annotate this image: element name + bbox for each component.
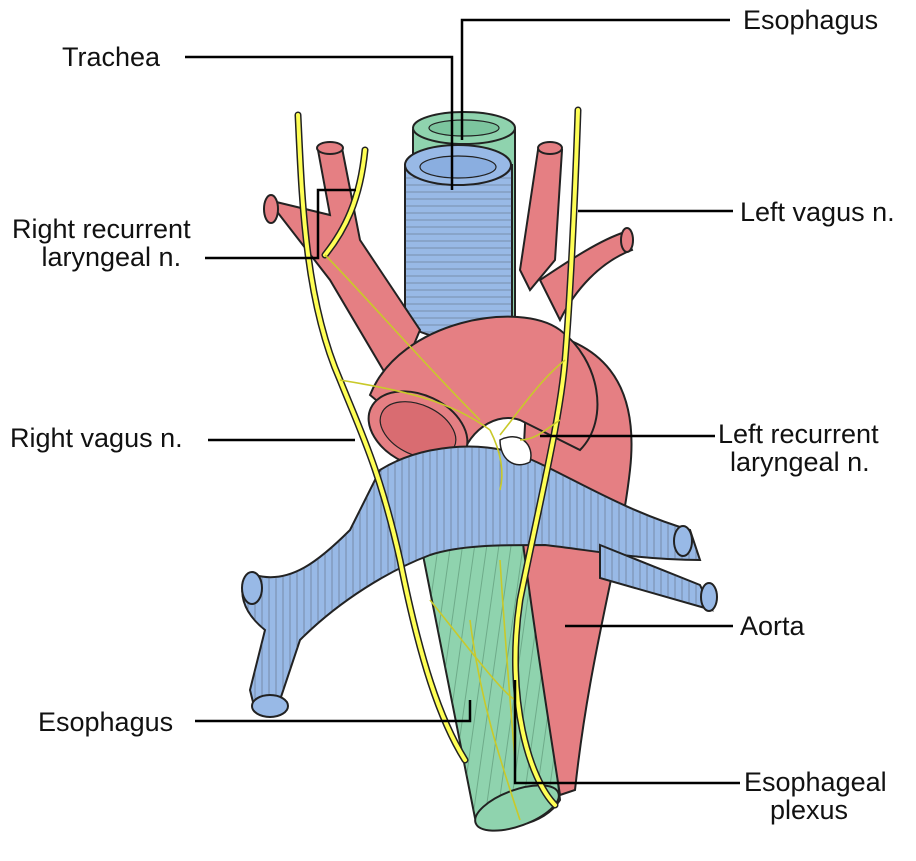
label-left-recurrent-line2: laryngeal n. bbox=[718, 448, 879, 476]
label-left-recurrent: Left recurrent laryngeal n. bbox=[718, 420, 879, 476]
label-esophageal-plexus-line2: plexus bbox=[744, 796, 887, 824]
label-aorta: Aorta bbox=[740, 612, 805, 640]
label-right-vagus: Right vagus n. bbox=[10, 424, 183, 452]
label-esophagus-top: Esophagus bbox=[743, 6, 878, 34]
label-esophageal-plexus-line1: Esophageal bbox=[744, 768, 887, 796]
label-trachea: Trachea bbox=[62, 43, 160, 71]
label-esophagus-bottom: Esophagus bbox=[38, 708, 173, 736]
label-left-recurrent-line1: Left recurrent bbox=[718, 420, 879, 448]
trachea-shape bbox=[405, 145, 512, 339]
leader-esophagus-bottom bbox=[195, 700, 470, 721]
label-esophageal-plexus: Esophageal plexus bbox=[744, 768, 887, 824]
label-right-recurrent-line1: Right recurrent bbox=[12, 215, 191, 243]
label-right-recurrent-line2: laryngeal n. bbox=[12, 243, 191, 271]
label-right-recurrent: Right recurrent laryngeal n. bbox=[12, 215, 191, 271]
label-left-vagus: Left vagus n. bbox=[740, 198, 895, 226]
